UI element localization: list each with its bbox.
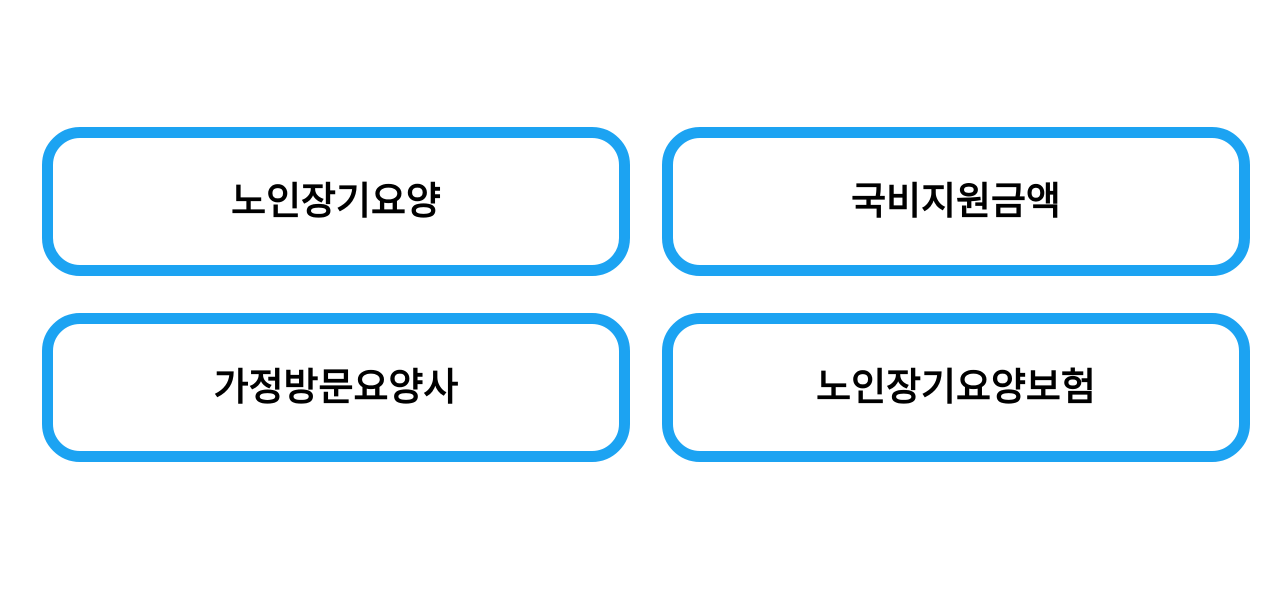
topic-button-elderly-long-term-care[interactable]: 노인장기요양 <box>42 127 630 276</box>
topic-button-government-subsidy-amount[interactable]: 국비지원금액 <box>662 127 1250 276</box>
topic-button-elderly-long-term-care-insurance[interactable]: 노인장기요양보험 <box>662 313 1250 462</box>
topic-button-label: 국비지원금액 <box>851 180 1061 223</box>
topic-button-label: 노인장기요양보험 <box>816 366 1096 409</box>
topic-button-label: 노인장기요양 <box>231 180 441 223</box>
topic-button-label: 가정방문요양사 <box>213 366 459 409</box>
topic-button-home-visit-caregiver[interactable]: 가정방문요양사 <box>42 313 630 462</box>
